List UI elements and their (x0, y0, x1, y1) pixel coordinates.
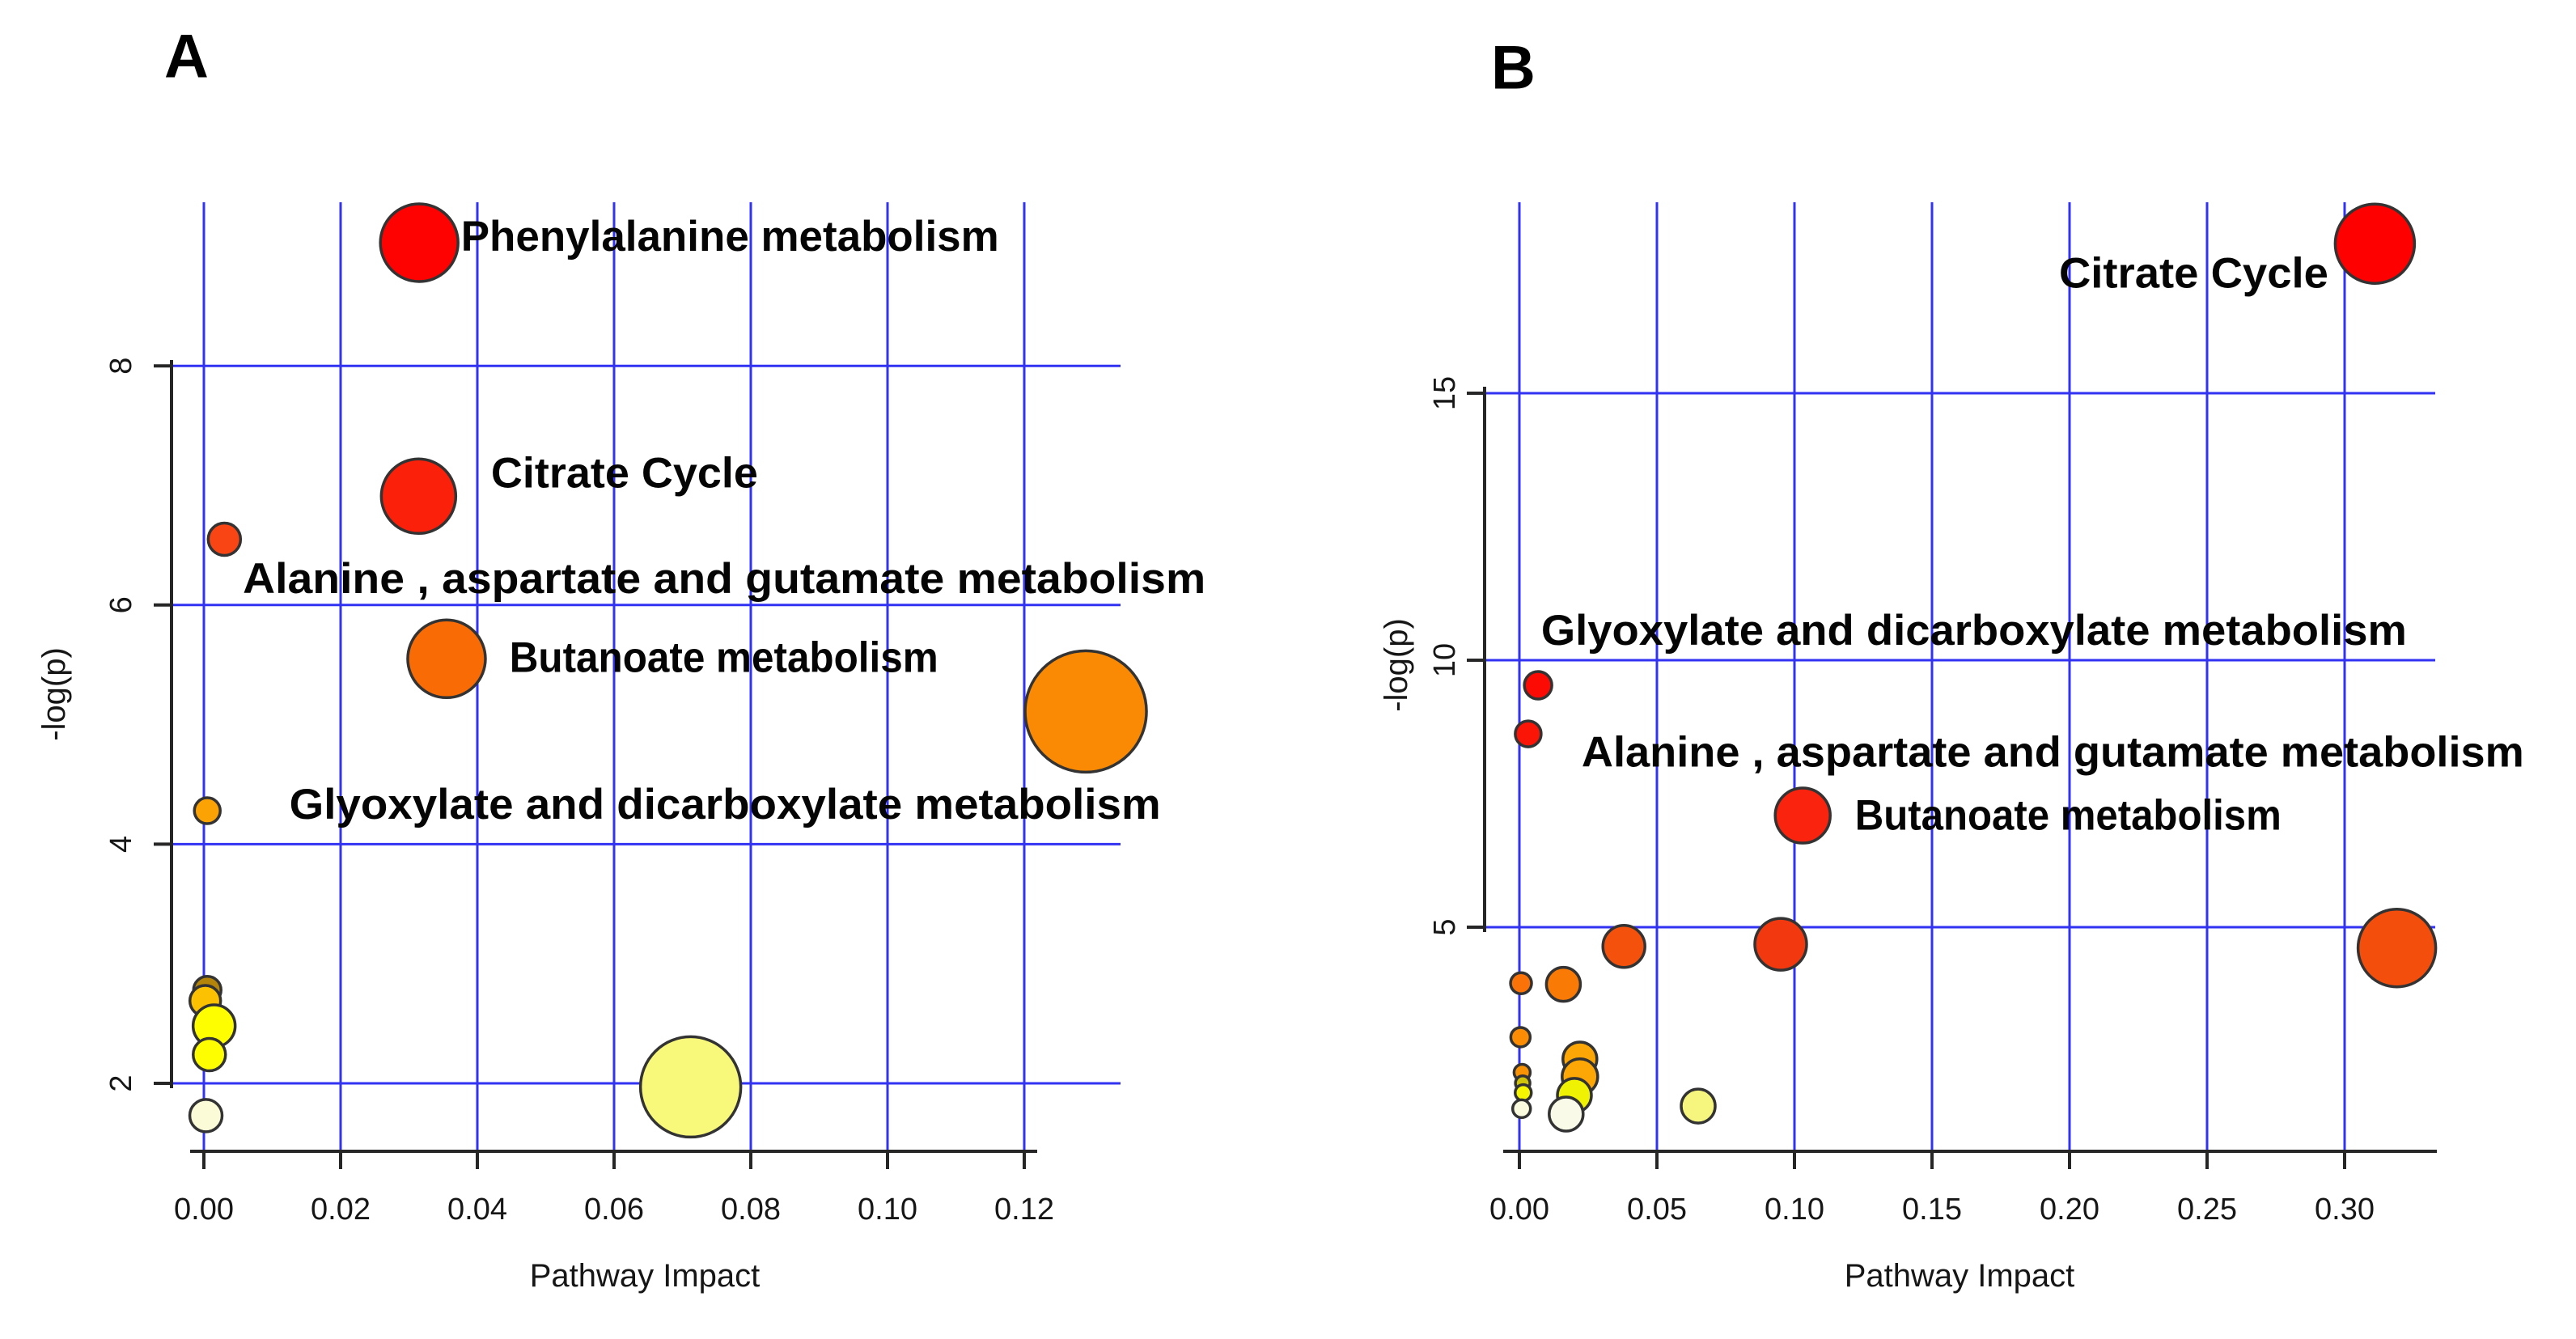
x-tick-label: 0.02 (311, 1193, 371, 1227)
x-tick-label: 0.00 (174, 1193, 234, 1227)
panel-letter: B (1491, 34, 1536, 103)
x-tick-label: 0.25 (2177, 1193, 2237, 1227)
pathway-bubble (1509, 971, 1533, 996)
pathway-bubble (379, 202, 460, 283)
x-tick-label: 0.10 (1765, 1193, 1824, 1227)
chart-panel-a: 0.00 0.02 0.04 0.06 0.08 0.10 0.12 2 4 6 8Pathway … (36, 23, 1205, 1295)
pathway-bubble (1514, 1083, 1533, 1103)
pathway-bubble (406, 618, 487, 700)
x-tick-label: 0.15 (1902, 1193, 1962, 1227)
y-tick-label: 2 (104, 1074, 138, 1091)
x-tick-label: 0.10 (858, 1193, 917, 1227)
pathway-label: Citrate Cycle (2059, 250, 2328, 298)
pathway-bubble (1509, 1026, 1532, 1049)
pathway-label: Butanoate metabolism (1855, 792, 2282, 840)
pathway-bubble (1548, 1095, 1585, 1133)
chart-panel-b: 0.00 0.05 0.10 0.15 0.20 0.25 0.30 5 10 15Pathway… (1379, 34, 2524, 1295)
x-tick-label: 0.04 (447, 1193, 507, 1227)
x-tick-label: 0.20 (2040, 1193, 2099, 1227)
pathway-label: Citrate Cycle (491, 450, 758, 498)
pathway-bubble (1601, 924, 1646, 969)
x-axis-title: Pathway Impact (530, 1258, 761, 1294)
pathway-label: Alanine , aspartate and gutamate metabol… (243, 555, 1205, 603)
y-axis-title: -log(p) (1379, 618, 1414, 712)
x-tick-label: 0.06 (584, 1193, 644, 1227)
pathway-bubble (1523, 670, 1553, 701)
x-tick-label: 0.30 (2315, 1193, 2375, 1227)
x-tick-label: 0.05 (1627, 1193, 1687, 1227)
pathway-bubble (2333, 202, 2417, 285)
y-tick-label: 10 (1428, 643, 1462, 677)
pathway-bubble (1544, 965, 1582, 1003)
pathway-bubble (193, 796, 222, 825)
y-tick-label: 5 (1428, 918, 1462, 935)
x-axis-title: Pathway Impact (1845, 1258, 2075, 1294)
x-tick-label: 0.12 (994, 1193, 1054, 1227)
y-axis-title: -log(p) (36, 647, 72, 741)
pathway-label: Alanine , aspartate and gutamate metabol… (1582, 729, 2524, 777)
pathway-bubble (1680, 1087, 1717, 1125)
pathway-label: Butanoate metabolism (510, 633, 938, 681)
x-tick-label: 0.00 (1489, 1193, 1549, 1227)
y-tick-label: 6 (104, 596, 138, 613)
pathway-bubble (1514, 719, 1543, 748)
pathway-bubble (206, 521, 243, 557)
pathway-bubble (1753, 917, 1808, 972)
panel-letter: A (164, 23, 209, 91)
pathway-bubble (1773, 786, 1832, 845)
pathway-label: Glyoxylate and dicarboxylate metabolism (1541, 607, 2407, 655)
x-tick-label: 0.08 (721, 1193, 781, 1227)
pathway-bubble (1510, 1098, 1532, 1120)
pathway-label: Phenylalanine metabolism (461, 213, 999, 261)
y-tick-label: 15 (1428, 376, 1462, 410)
pathway-bubble (192, 1036, 227, 1073)
pathway-bubble (379, 457, 458, 536)
y-tick-label: 4 (104, 836, 138, 853)
y-tick-label: 8 (104, 358, 138, 375)
pathway-bubble (638, 1035, 743, 1139)
pathway-label: Glyoxylate and dicarboxylate metabolism (290, 781, 1161, 828)
pathway-bubble (2356, 907, 2438, 989)
pathway-bubble (188, 1098, 224, 1133)
pathway-bubble (1023, 649, 1148, 774)
